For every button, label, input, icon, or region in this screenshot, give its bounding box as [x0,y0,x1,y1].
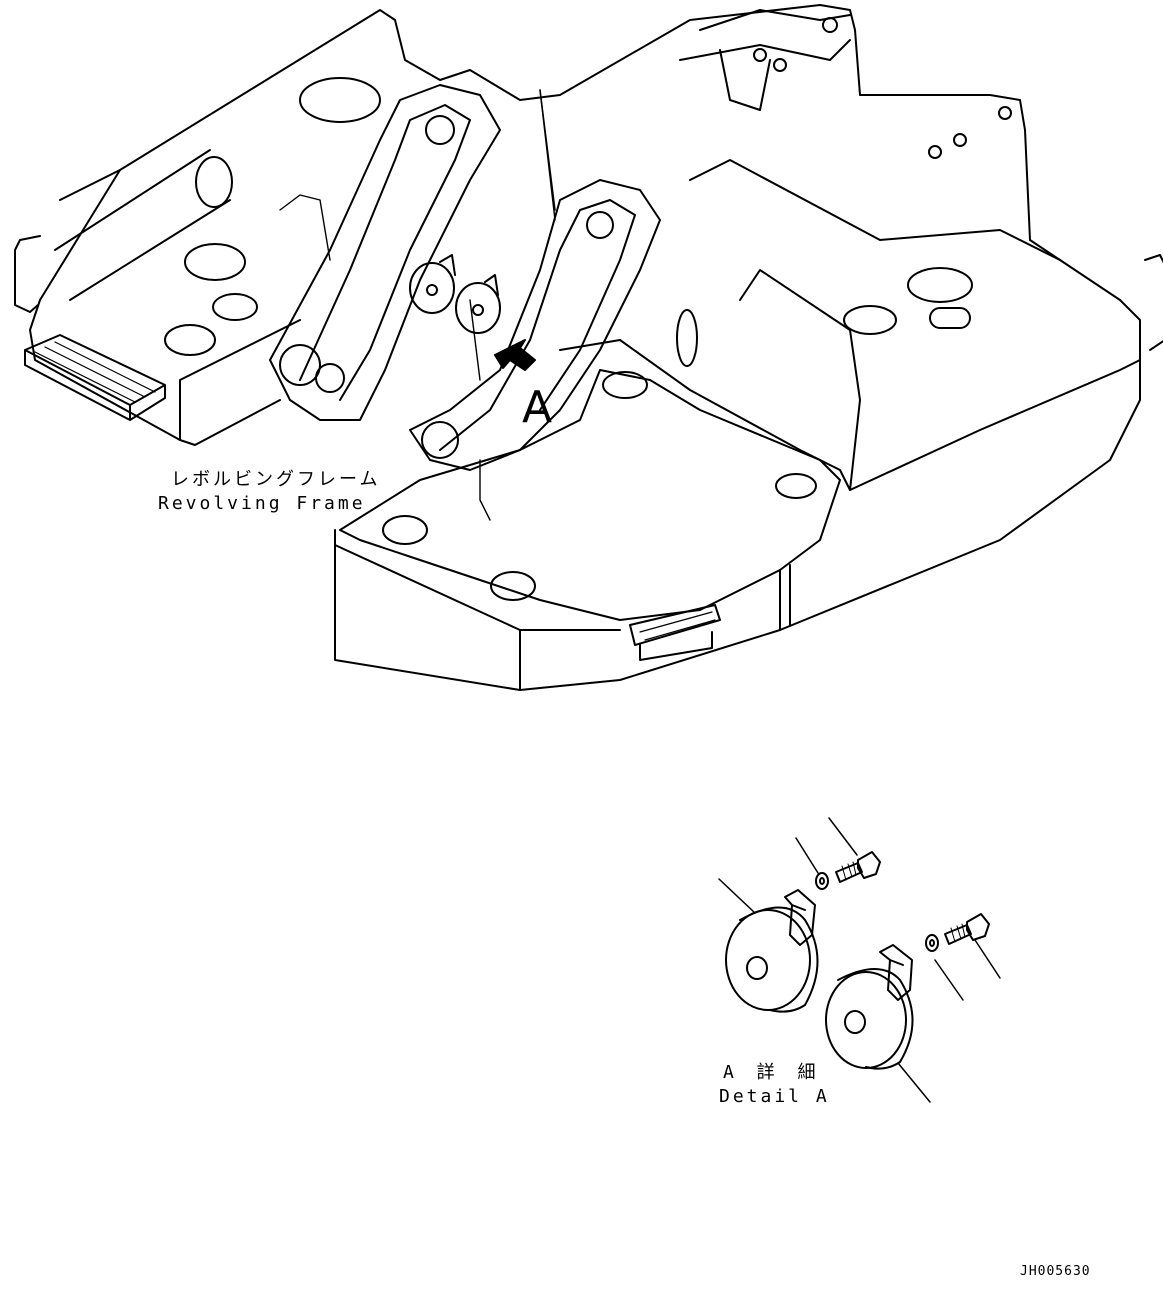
horn-bracket [879,944,913,1001]
boom-bracket-left-inner [299,104,471,401]
bolt-hole [998,106,1012,120]
deck-hole [602,371,648,399]
boom-pin-hole [279,344,321,386]
frame-right-deck-edge [689,159,1061,491]
washer-hole [819,877,825,885]
horn-center [844,1010,866,1034]
left-step-tread [34,341,156,403]
horn-icon [409,262,455,314]
drawing-code: JH005630 [1020,1264,1091,1279]
deck-hole [907,267,973,303]
boom-pin-hole [425,115,455,145]
horn-icon [825,971,907,1069]
deck-hole [382,515,428,545]
front-platform-side [334,359,1141,691]
front-platform-band [519,564,791,691]
deck-hole [212,293,258,321]
right-handrail [1144,254,1163,351]
bolt-hole [822,17,838,33]
boom-bracket-right-inner [439,199,636,451]
frame-label-ja: レボルビングフレーム [171,469,381,490]
boom-bracket-right [409,179,661,471]
view-letter-a: A [522,382,553,433]
deck-hole [843,305,897,335]
front-step [629,604,721,661]
horn-rim [837,968,914,1070]
detail-label-ja: A 詳 細 [723,1062,822,1083]
leader-line [718,817,1001,1103]
deck-hole [164,324,216,356]
leader-line [539,89,556,211]
front-platform-top [339,369,841,621]
frame-label-en: Revolving Frame [158,493,366,514]
boom-pin-hole [315,363,345,393]
horn-bracket [439,254,499,296]
washer-hole [929,939,935,947]
view-arrow-a [494,339,536,371]
bolt-hole [928,145,942,159]
detail-label-en: Detail A [719,1086,830,1107]
deck-hole [676,309,698,367]
horn-icon [725,909,811,1011]
detail-a-drawing [718,817,1001,1103]
left-step [24,334,166,421]
deck-hole [775,473,817,499]
front-step-tread [639,611,716,641]
horn-rim [739,906,819,1013]
washer-icon [925,934,939,952]
bolt-thread [841,861,857,881]
hose [279,89,556,521]
horn-center [426,284,438,296]
boom-pin-hole [586,211,614,239]
deck-hole [184,243,246,281]
bolt-icon [835,851,881,883]
revolving-frame [14,4,1163,691]
boom-pin-hole [421,421,459,459]
bolt-hole [773,58,787,72]
horn-center [746,956,768,980]
horn-center [472,304,484,316]
frame-left-inner [54,149,301,441]
horn-bracket [784,889,816,946]
deck-hole [299,77,381,123]
deck-hole [195,156,233,208]
bolt-hole [753,48,767,62]
frame-left-deck [39,4,1121,301]
horn-lower [825,944,914,1070]
frame-left-edge [29,299,281,446]
left-handrail [14,235,41,313]
horn-assembly-on-frame [409,254,501,334]
boom-bracket-left [269,84,501,421]
bolt-thread [950,923,966,943]
deck-hole [490,571,536,601]
horn-icon [455,282,501,334]
washer-icon [815,872,829,890]
rear-beam [679,9,851,111]
bolt-hole [953,133,967,147]
horn-upper [725,889,819,1013]
deck-slot [929,307,971,329]
bolt-icon [944,913,990,945]
